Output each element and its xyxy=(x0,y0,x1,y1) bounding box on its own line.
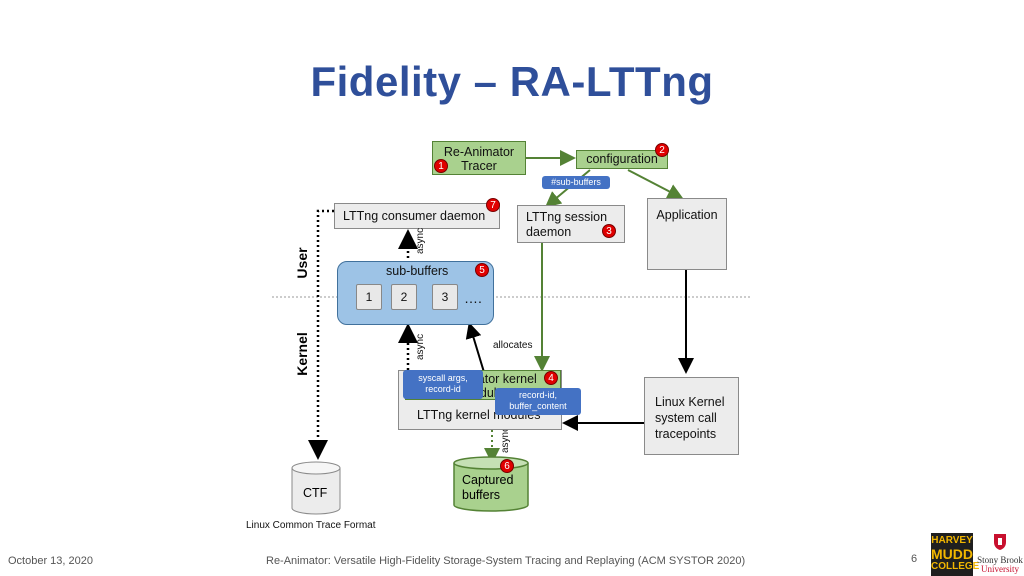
syscall-tag-line-2: record-id xyxy=(425,384,461,394)
badge-4: 4 xyxy=(544,371,558,385)
tracepoints-line-2: system call xyxy=(655,411,717,425)
consumer-daemon-label: LTTng consumer daemon xyxy=(343,209,486,223)
sub-buffers-tag: #sub-buffers xyxy=(542,176,610,189)
stony-brook-logo: Stony Brook University xyxy=(976,533,1024,576)
sub-buffer-cell: 1 xyxy=(356,284,382,310)
tracepoints-line-1: Linux Kernel xyxy=(655,395,725,409)
session-daemon-line-1: LTTng session xyxy=(526,210,608,224)
page-number: 6 xyxy=(911,553,918,565)
stony-brook-shield-icon xyxy=(994,534,1006,550)
sub-buffer-cell: 3 xyxy=(432,284,458,310)
allocates-label: allocates xyxy=(493,340,533,351)
badge-5: 5 xyxy=(475,263,489,277)
async-label-kernel: async xyxy=(415,333,426,360)
async-label-captured: async xyxy=(500,426,511,453)
captured-line-2: buffers xyxy=(462,488,500,502)
hmc-logo-line-2: MUDD xyxy=(931,546,973,562)
sub-buffer-cell: 2 xyxy=(391,284,417,310)
configuration-label: configuration xyxy=(586,152,658,166)
footer-citation: Re-Animator: Versatile High-Fidelity Sto… xyxy=(266,555,746,567)
sub-buffers-label: sub-buffers xyxy=(386,264,449,278)
configuration-box: configuration xyxy=(576,150,668,169)
badge-6: 6 xyxy=(500,459,514,473)
hmc-logo-line-3: COLLEGE xyxy=(931,561,980,572)
kernel-space-label: Kernel xyxy=(294,332,310,376)
tracepoints-line-3: tracepoints xyxy=(655,427,717,441)
footer-date: October 13, 2020 xyxy=(8,555,94,567)
record-tag-line-1: record-id, xyxy=(518,390,557,400)
tracepoints-box: Linux Kernel system call tracepoints xyxy=(644,377,739,455)
application-label: Application xyxy=(656,208,718,222)
badge-3: 3 xyxy=(602,224,616,238)
tracer-box: Re-Animator Tracer xyxy=(432,141,526,175)
sbu-logo-line-1: Stony Brook xyxy=(977,555,1023,565)
sbu-logo-line-2: University xyxy=(981,564,1019,574)
captured-buffers-label: Captured buffers xyxy=(462,473,513,503)
slide-title: Fidelity – RA-LTTng xyxy=(310,58,714,105)
record-id-tag: record-id, buffer_content xyxy=(495,388,581,415)
ctf-caption: Linux Common Trace Format xyxy=(246,520,376,531)
tracer-line-1: Re-Animator xyxy=(443,145,515,159)
async-label-user: async xyxy=(415,227,426,254)
ctf-label: CTF xyxy=(303,486,328,500)
hmc-logo-line-1: HARVEY xyxy=(931,535,973,546)
captured-line-1: Captured xyxy=(462,473,514,487)
consumer-to-ctf-arrow xyxy=(308,209,334,460)
user-space-label: User xyxy=(294,247,310,279)
badge-1: 1 xyxy=(434,159,448,173)
consumer-daemon-box: LTTng consumer daemon xyxy=(334,203,500,229)
syscall-args-tag: syscall args, record-id xyxy=(403,370,483,399)
record-tag-line-2: buffer_content xyxy=(509,401,567,411)
tracer-line-2: Tracer xyxy=(461,159,497,173)
config-to-app-arrow xyxy=(627,169,684,199)
session-daemon-line-2: daemon xyxy=(526,225,572,239)
syscall-tag-line-1: syscall args, xyxy=(418,373,468,383)
application-box: Application xyxy=(647,198,727,270)
sub-buffers-box: sub-buffers 1 2 3 …. xyxy=(337,261,494,325)
badge-7: 7 xyxy=(486,198,500,212)
sub-buffers-ellipsis: …. xyxy=(464,290,482,306)
badge-2: 2 xyxy=(655,143,669,157)
harvey-mudd-logo: HARVEY MUDD COLLEGE xyxy=(931,533,980,576)
ctf-cylinder xyxy=(291,461,341,515)
